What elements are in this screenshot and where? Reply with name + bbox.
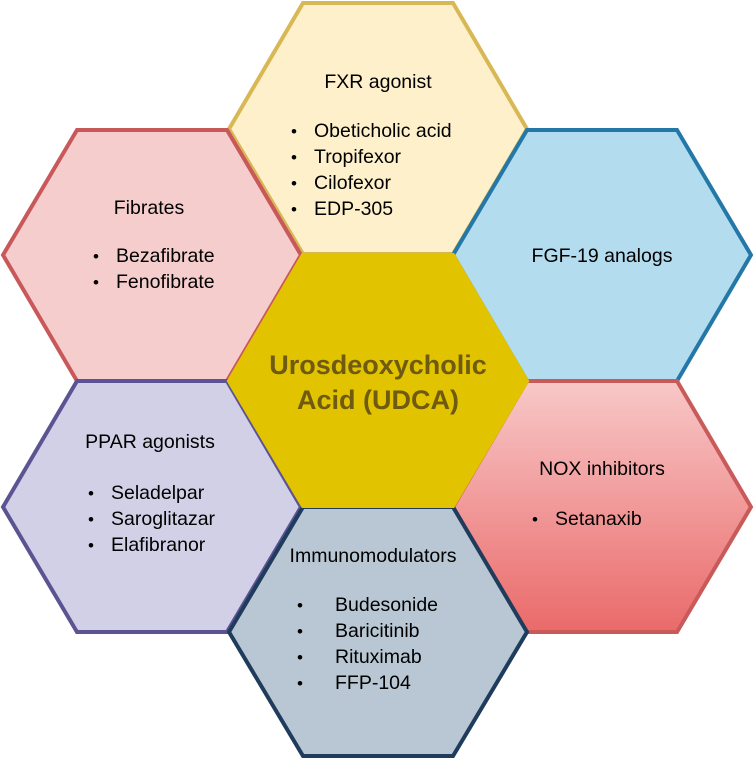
ppar-item: Saroglitazar bbox=[111, 508, 216, 530]
fxr-list: • Obeticholic acid • Tropifexor • Cilofe… bbox=[291, 120, 452, 220]
center-title-line1: Urosdeoxycholic bbox=[269, 350, 487, 380]
hex-center-outline bbox=[226, 253, 530, 508]
immuno-item: FFP-104 bbox=[335, 672, 411, 694]
hex-fgf19-shape bbox=[453, 130, 751, 381]
hex-immunomodulators: Immunomodulators • Budesonide • Bariciti… bbox=[226, 505, 530, 758]
immuno-item: Budesonide bbox=[335, 594, 438, 616]
fxr-item: Cilofexor bbox=[314, 172, 391, 194]
fibrates-item: Fenofibrate bbox=[116, 271, 215, 293]
fxr-item: Obeticholic acid bbox=[314, 120, 452, 142]
ppar-title: PPAR agonists bbox=[85, 431, 215, 453]
nox-title: NOX inhibitors bbox=[539, 458, 665, 480]
center-title-line2: Acid (UDCA) bbox=[297, 385, 459, 415]
hex-immuno-shape bbox=[229, 507, 527, 756]
immuno-item: Rituximab bbox=[335, 646, 422, 668]
hex-center-shape bbox=[229, 255, 527, 506]
fibrates-item: Bezafibrate bbox=[116, 245, 215, 267]
fibrates-title: Fibrates bbox=[114, 197, 185, 219]
nox-bullet: • bbox=[532, 510, 538, 529]
fxr-bullet: • bbox=[291, 122, 297, 141]
fxr-item: EDP-305 bbox=[314, 198, 393, 220]
ppar-bullet: • bbox=[88, 510, 94, 529]
hex-fibrates-shape bbox=[3, 130, 301, 381]
ppar-item: Elafibranor bbox=[111, 534, 206, 556]
hex-fibrates: Fibrates • Bezafibrate • Fenofibrate bbox=[0, 128, 304, 383]
ppar-bullet: • bbox=[88, 536, 94, 555]
ppar-item: Seladelpar bbox=[111, 482, 205, 504]
ppar-bullet: • bbox=[88, 484, 94, 503]
fibrates-bullet: • bbox=[93, 247, 99, 266]
immuno-bullet: • bbox=[297, 596, 303, 615]
immuno-title: Immunomodulators bbox=[290, 545, 457, 567]
fxr-bullet: • bbox=[291, 200, 297, 219]
fxr-bullet: • bbox=[291, 174, 297, 193]
hex-fxr-shape bbox=[229, 3, 527, 254]
hex-nox-shape bbox=[453, 381, 751, 632]
fxr-bullet: • bbox=[291, 148, 297, 167]
hex-fxr-agonist: FXR agonist • Obeticholic acid • Tropife… bbox=[226, 0, 530, 256]
immuno-item: Baricitinib bbox=[335, 620, 420, 642]
fxr-item: Tropifexor bbox=[314, 146, 402, 168]
immuno-bullet: • bbox=[297, 622, 303, 641]
hex-ppar-agonists: PPAR agonists • Seladelpar • Saroglitaza… bbox=[0, 379, 304, 634]
hex-udca-center: Urosdeoxycholic Acid (UDCA) bbox=[226, 253, 530, 508]
fibrates-bullet: • bbox=[93, 273, 99, 292]
immuno-bullet: • bbox=[297, 674, 303, 693]
fgf19-title: FGF-19 analogs bbox=[532, 245, 673, 267]
hex-ppar-shape bbox=[3, 381, 301, 632]
fxr-title: FXR agonist bbox=[324, 71, 432, 93]
nox-item: Setanaxib bbox=[555, 508, 642, 530]
immuno-bullet: • bbox=[297, 648, 303, 667]
